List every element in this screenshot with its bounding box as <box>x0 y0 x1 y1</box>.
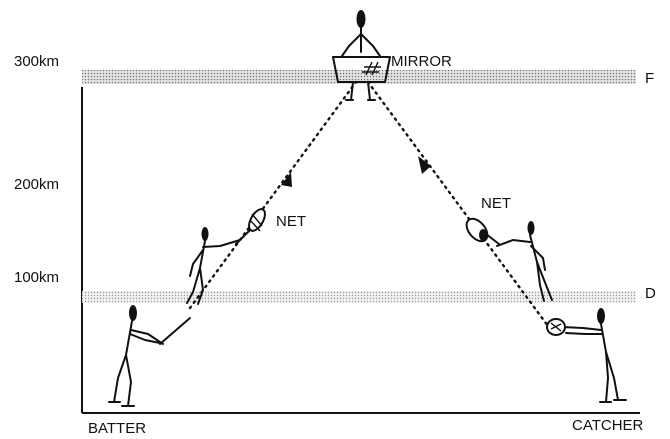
batter-label: BATTER <box>88 420 146 437</box>
right-net-figure <box>465 217 553 302</box>
mirror-label: MIRROR <box>391 53 452 70</box>
up-arrow-icon <box>281 172 292 187</box>
up-path <box>188 80 358 310</box>
right-net-label: NET <box>481 195 511 212</box>
d-layer-band <box>82 291 636 303</box>
scale-label-300: 300km <box>14 53 59 70</box>
d-layer-label: D <box>645 285 656 302</box>
scale-label-200: 200km <box>14 176 59 193</box>
left-net-figure <box>186 208 266 305</box>
catcher-label: CATCHER <box>572 417 644 434</box>
left-net-label: NET <box>276 213 306 230</box>
catcher-figure <box>546 308 627 403</box>
scale-label-100: 100km <box>14 269 59 286</box>
f-layer-label: F <box>645 70 654 87</box>
f-layer-band <box>82 70 636 84</box>
mirror-figure <box>332 10 391 101</box>
down-arrow-icon <box>418 156 431 174</box>
down-path <box>366 80 550 328</box>
batter-figure <box>108 305 191 407</box>
